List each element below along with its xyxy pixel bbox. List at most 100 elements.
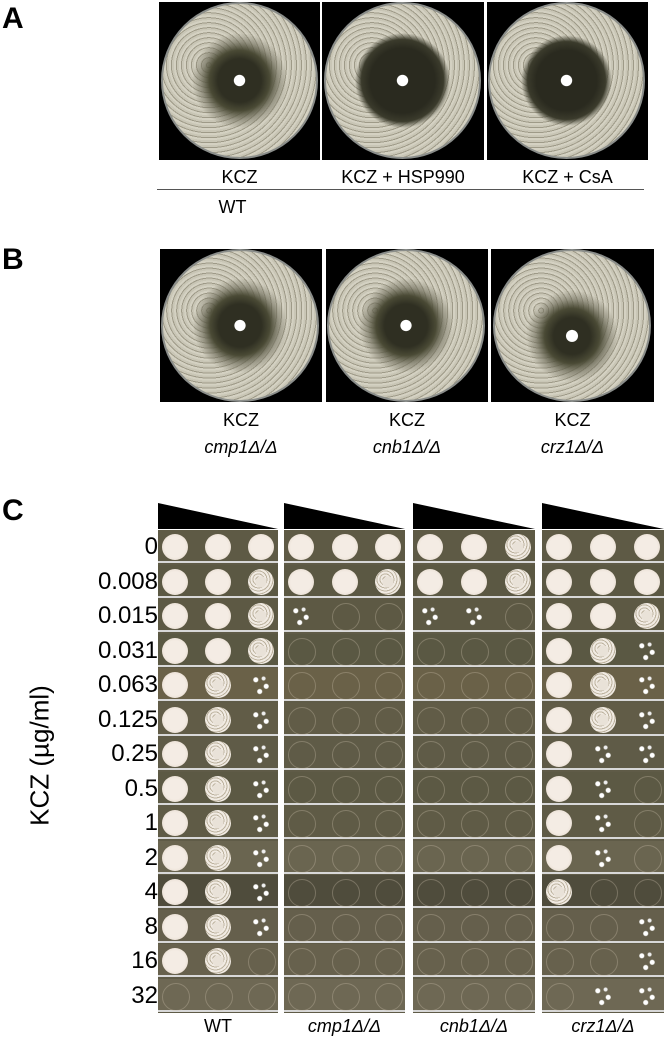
yeast-spot	[288, 775, 316, 804]
yeast-spot	[375, 534, 401, 560]
yeast-spot	[505, 534, 531, 560]
yeast-spot	[162, 775, 188, 802]
yeast-spot	[505, 672, 533, 700]
yeast-spot	[505, 948, 533, 976]
yeast-spot	[461, 948, 489, 976]
yeast-spot	[375, 568, 401, 595]
spot-row	[542, 840, 664, 874]
yeast-spot	[546, 948, 574, 976]
yeast-spot	[546, 706, 572, 733]
yeast-spot	[331, 603, 360, 631]
yeast-spot	[505, 810, 533, 838]
yeast-spot	[590, 568, 616, 595]
yeast-spot	[288, 568, 314, 595]
spot-row	[284, 702, 405, 736]
spot-row	[158, 944, 278, 977]
yeast-spot	[590, 810, 616, 836]
spot-row	[158, 633, 278, 667]
yeast-spot	[162, 568, 188, 595]
yeast-spot	[461, 775, 489, 804]
yeast-spot	[546, 534, 572, 560]
plate-genotype-label: cnb1Δ/Δ	[372, 437, 442, 457]
spot-strip-cnb1	[413, 530, 535, 1013]
strain-label-cmp1: cmp1Δ/Δ	[307, 1016, 382, 1036]
yeast-spot	[248, 637, 274, 664]
spot-row	[284, 633, 405, 667]
yeast-spot	[162, 948, 188, 974]
concentration-label: 2	[144, 843, 158, 871]
yeast-spot	[505, 844, 533, 873]
yeast-spot	[590, 982, 616, 1009]
spot-row	[542, 806, 664, 839]
yeast-spot	[375, 948, 403, 976]
yeast-spot	[248, 534, 274, 560]
concentration-label: 1	[144, 809, 158, 836]
yeast-spot	[331, 672, 360, 700]
petri-dish-image	[324, 2, 481, 159]
spot-row	[542, 737, 664, 770]
yeast-spot	[331, 948, 360, 976]
spot-row	[284, 564, 405, 598]
yeast-spot	[375, 982, 403, 1011]
yeast-spot	[288, 810, 316, 838]
spot-row	[542, 771, 664, 805]
yeast-spot	[546, 741, 572, 767]
yeast-spot	[417, 637, 445, 666]
spot-row	[413, 875, 535, 908]
yeast-spot	[375, 637, 403, 666]
concentration-label: 8	[144, 912, 158, 940]
spot-row	[284, 771, 405, 805]
yeast-spot	[590, 672, 616, 698]
yeast-spot	[375, 810, 403, 838]
yeast-spot	[375, 603, 403, 631]
yeast-spot	[546, 672, 572, 698]
yeast-spot	[505, 706, 533, 735]
petri-dish-image	[161, 249, 319, 402]
yeast-spot	[461, 741, 489, 769]
yeast-spot	[546, 568, 572, 595]
yeast-spot	[205, 775, 231, 802]
yeast-spot	[375, 706, 403, 735]
yeast-spot	[375, 913, 403, 942]
yeast-spot	[331, 810, 360, 838]
yeast-spot	[331, 637, 360, 666]
concentration-label: 0.031	[97, 636, 158, 664]
yeast-spot	[162, 534, 188, 560]
yeast-spot	[248, 706, 274, 733]
yeast-spot	[375, 879, 403, 907]
yeast-spot	[331, 706, 360, 735]
yeast-spot	[205, 913, 231, 940]
yeast-spot	[248, 948, 276, 976]
yeast-spot	[634, 810, 662, 838]
yeast-spot	[634, 982, 660, 1009]
yeast-spot	[461, 603, 487, 629]
concentration-label: 0.008	[97, 567, 158, 595]
yeast-spot	[162, 637, 188, 664]
yeast-spot	[205, 706, 231, 733]
yeast-spot	[288, 879, 316, 907]
petri-dish-image	[488, 2, 645, 159]
concentration-label: 0.063	[97, 671, 158, 698]
yeast-spot	[590, 637, 616, 664]
spot-row	[158, 737, 278, 770]
yeast-spot	[461, 810, 489, 838]
yeast-spot	[505, 741, 533, 769]
yeast-spot	[590, 741, 616, 767]
yeast-spot	[162, 879, 188, 905]
yeast-spot	[331, 844, 360, 873]
yeast-spot	[546, 982, 574, 1011]
yeast-spot	[205, 603, 231, 629]
yeast-spot	[248, 844, 274, 871]
panel-letter-c: C	[2, 494, 24, 527]
concentration-label: 0.015	[97, 602, 158, 629]
yeast-spot	[417, 741, 445, 769]
yeast-spot	[590, 844, 616, 871]
spot-row	[158, 875, 278, 908]
concentration-label: 4	[144, 878, 158, 905]
yeast-spot	[634, 706, 660, 733]
spot-row	[413, 668, 535, 701]
plate-genotype-label: cmp1Δ/Δ	[204, 437, 278, 457]
spot-row	[284, 530, 405, 563]
spot-row	[158, 599, 278, 632]
spot-row	[413, 771, 535, 805]
